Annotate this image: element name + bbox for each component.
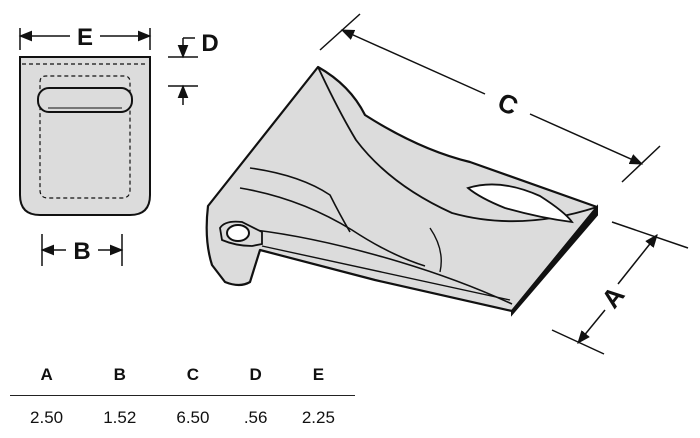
- dimension-c: C: [319, 13, 661, 183]
- front-view: [19, 56, 151, 216]
- tooth-lower-edge: [254, 229, 513, 305]
- tooth-slot-recess: [466, 183, 574, 224]
- table-cell-b: 1.52: [103, 408, 137, 427]
- tooth-isometric-view: [205, 65, 599, 317]
- dimension-d: D: [168, 30, 219, 105]
- table-header-e: E: [281, 365, 355, 396]
- tooth-slot-curve: [429, 227, 442, 273]
- tooth-body: [205, 65, 599, 313]
- dimension-b: B: [40, 234, 124, 266]
- table-header-row: A B C D E: [10, 365, 355, 396]
- dimensions-table: A B C D E 2.50 1.52 6.50 .56 2.25: [10, 365, 355, 428]
- dimension-c-label: C: [493, 86, 523, 121]
- tooth-bottom-line: [261, 245, 511, 301]
- tooth-right-face: [511, 204, 598, 317]
- table-cell-a: 2.50: [30, 408, 64, 427]
- dimension-e-label: E: [77, 24, 93, 51]
- table-header-c: C: [156, 365, 230, 396]
- tooth-side-groove-lower: [239, 187, 426, 267]
- tooth-side-groove-left: [249, 167, 351, 233]
- dimension-e: E: [18, 24, 152, 51]
- table-row: 2.50 1.52 6.50 .56 2.25: [10, 396, 355, 429]
- front-view-hidden-pocket: [39, 75, 131, 199]
- table-cell-d: .56: [243, 408, 268, 427]
- table-header-b: B: [83, 365, 157, 396]
- dimension-b-label: B: [73, 238, 90, 265]
- table-header-d: D: [229, 365, 282, 396]
- table-header-a: A: [10, 365, 84, 396]
- front-view-slot: [37, 87, 133, 113]
- tooth-top-ridge: [317, 66, 598, 223]
- tooth-pin-hole: [226, 224, 250, 242]
- table-cell-e: 2.25: [301, 408, 335, 427]
- table-cell-c: 6.50: [176, 408, 210, 427]
- dimension-d-label: D: [201, 30, 218, 57]
- dimension-a-label: A: [595, 280, 630, 313]
